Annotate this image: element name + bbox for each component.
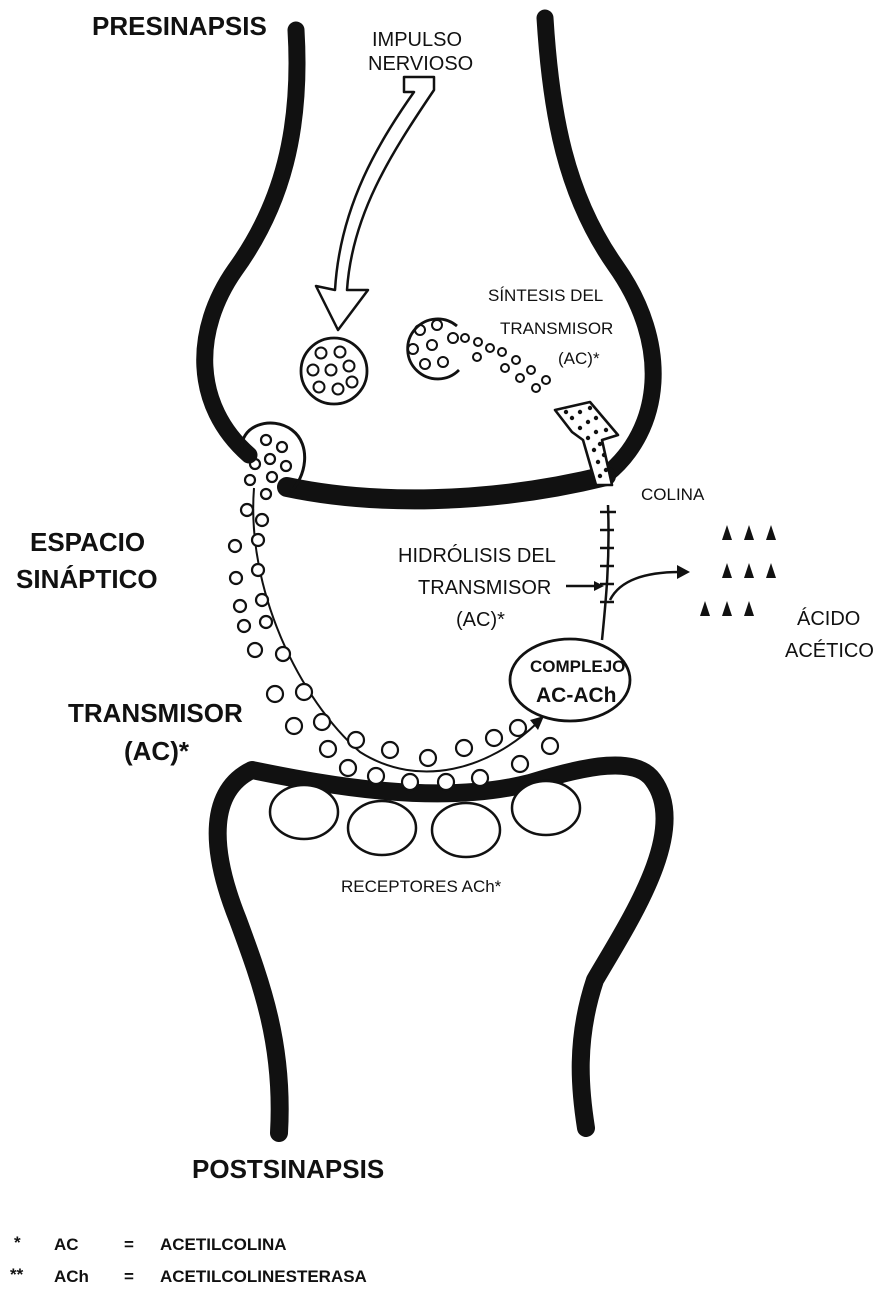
presynaptic-bottom-membrane	[287, 476, 606, 499]
presynaptic-membrane	[205, 30, 297, 455]
legend-mark: **	[10, 1265, 24, 1284]
sintesis-label-line1: SÍNTESIS DEL	[488, 286, 603, 305]
receptor-icon	[270, 785, 338, 839]
legend-abbr: ACh	[54, 1267, 89, 1286]
receptor-icon	[512, 781, 580, 835]
receptor-icon	[432, 803, 500, 857]
impulso-label-line2: NERVIOSO	[368, 53, 473, 75]
hollow-arrow-icon	[316, 77, 434, 330]
acetic-acid-arrow	[610, 572, 680, 600]
transmisor-label-line2: (AC)*	[124, 736, 190, 766]
legend-eq: =	[124, 1235, 134, 1254]
espacio-label-line1: ESPACIO	[30, 527, 145, 557]
legend-eq: =	[124, 1267, 134, 1286]
acido-label-line1: ÁCIDO	[797, 607, 860, 630]
hydrolysis-pointer-head	[594, 581, 604, 591]
complejo-ellipse	[510, 639, 630, 721]
acido-label-line2: ACÉTICO	[785, 639, 874, 662]
synthesis-dots	[461, 334, 550, 392]
receptores-label: RECEPTORES ACh*	[341, 877, 502, 896]
transmisor-label-line1: TRANSMISOR	[68, 698, 243, 728]
acetic-acid-arrowhead	[677, 565, 690, 579]
presinapsis-label: PRESINAPSIS	[92, 11, 267, 41]
espacio-label-line2: SINÁPTICO	[16, 564, 158, 594]
presynaptic-membrane-right	[545, 18, 653, 475]
legend: * AC = ACETILCOLINA ** ACh = ACETILCOLIN…	[10, 1233, 367, 1286]
complejo-label-line2: AC-ACh	[536, 684, 616, 707]
legend-meaning: ACETILCOLINA	[160, 1235, 287, 1254]
complejo-label-line1: COMPLEJO	[530, 657, 625, 676]
vesicle-icon	[301, 338, 367, 404]
legend-mark: *	[14, 1233, 21, 1252]
hidrolisis-label-line1: HIDRÓLISIS DEL	[398, 544, 556, 567]
receptor-icon	[348, 801, 416, 855]
acetic-acid-molecule-icon	[700, 525, 776, 616]
legend-meaning: ACETILCOLINESTERASA	[160, 1267, 367, 1286]
postsinapsis-label: POSTSINAPSIS	[192, 1154, 384, 1184]
impulso-label-line1: IMPULSO	[372, 29, 462, 51]
legend-abbr: AC	[54, 1235, 79, 1254]
sintesis-label-line3: (AC)*	[558, 349, 600, 368]
hidrolisis-label-line2: TRANSMISOR	[418, 577, 551, 599]
hydrolysis-line	[602, 505, 609, 640]
colina-label: COLINA	[641, 485, 705, 504]
vesicle-icon	[408, 319, 459, 379]
sintesis-label-line2: TRANSMISOR	[500, 319, 613, 338]
hidrolisis-label-line3: (AC)*	[456, 609, 505, 631]
